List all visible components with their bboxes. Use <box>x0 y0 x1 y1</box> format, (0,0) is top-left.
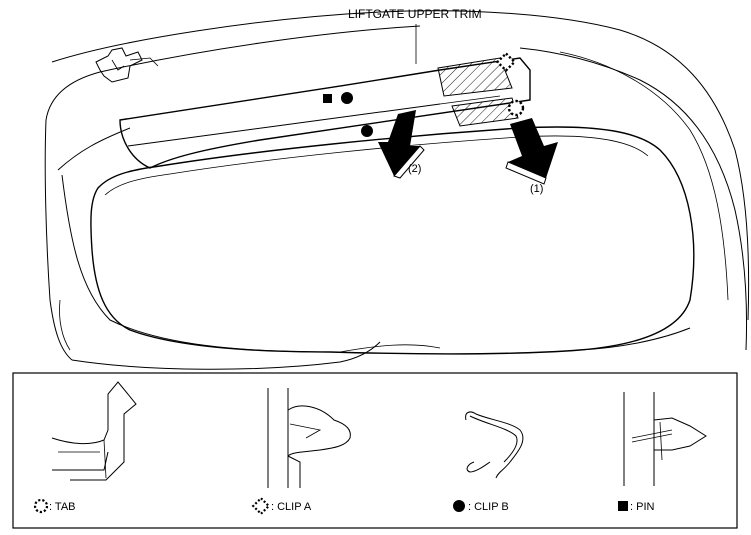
liftgate-outline <box>44 10 750 370</box>
main-title: LIFTGATE UPPER TRIM <box>348 7 482 21</box>
clip-b-marker <box>361 125 373 137</box>
tab-illustration <box>51 381 137 481</box>
legend-pin-label: : PIN <box>630 501 655 513</box>
pin-icon <box>618 501 628 511</box>
legend-clip-a-label: : CLIP A <box>271 501 312 513</box>
step-2-label: (2) <box>408 163 421 175</box>
tab-icon <box>33 498 49 514</box>
step-1-label: (1) <box>530 183 543 195</box>
removal-arrow-step-2 <box>378 110 425 179</box>
pin-marker <box>323 94 332 103</box>
clip-b-icon <box>453 500 465 512</box>
legend-tab-label: : TAB <box>49 501 76 513</box>
clip-b-marker <box>341 92 353 104</box>
removal-arrow-step-1 <box>505 118 558 185</box>
liftgate-upper-trim <box>119 57 531 169</box>
clip-b-illustration <box>465 411 524 479</box>
tab-marker <box>507 99 525 117</box>
hinge-bracket <box>95 47 159 83</box>
legend-box <box>12 372 738 529</box>
legend-clip-b-label: : CLIP B <box>468 501 509 513</box>
pin-illustration <box>623 392 707 486</box>
clip-a-illustration <box>267 388 351 488</box>
